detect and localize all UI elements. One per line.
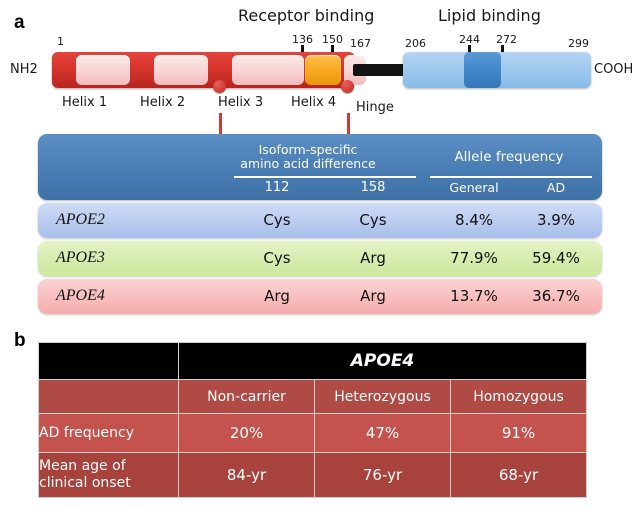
apoe2-frequency-general: 8.4% [454, 211, 494, 229]
apoe2-frequency-ad: 3.9% [536, 211, 576, 229]
column-header-112: 112 [264, 180, 290, 195]
isoform-row-apoe4: APOE4 Arg Arg 13.7% 36.7% [38, 279, 602, 314]
column-header-158: 158 [360, 180, 386, 195]
residue-tick-272 [501, 45, 504, 52]
residue-number-244: 244 [459, 33, 480, 46]
apoe3-frequency-general: 77.9% [450, 249, 498, 267]
mean-age-label-line2: clinical onset [39, 475, 131, 491]
connector-line-112 [219, 113, 222, 137]
helix-4-block [305, 55, 341, 85]
residue-marker-158 [341, 80, 354, 93]
isoform-table-header: Isoform-specific amino acid difference A… [38, 134, 602, 200]
mean-age-homozygous: 68-yr [449, 452, 588, 498]
ad-frequency-heterozygous: 47% [314, 413, 451, 453]
isoform-comparison-table: Isoform-specific amino acid difference A… [38, 134, 602, 314]
connector-line-158 [347, 113, 350, 137]
isoform-difference-group-title: Isoform-specific amino acid difference [198, 143, 418, 171]
mean-age-label-line1: Mean age of [39, 458, 126, 474]
isoform-row-apoe3: APOE3 Cys Arg 77.9% 59.4% [38, 241, 602, 276]
isoform-row-apoe2: APOE2 Cys Cys 8.4% 3.9% [38, 203, 602, 238]
receptor-binding-domain-title: Receptor binding [238, 6, 375, 25]
residue-marker-112 [213, 80, 226, 93]
apoe4-title-blank-cell [38, 342, 179, 380]
ad-frequency-non-carrier: 20% [178, 413, 315, 453]
hinge-connector [353, 64, 405, 76]
apoe3-frequency-ad: 59.4% [532, 249, 580, 267]
apoe4-row-label-ad-frequency: AD frequency [38, 413, 179, 453]
residue-number-1: 1 [57, 35, 64, 48]
helix-3-block [232, 55, 304, 85]
apoe4-frequency-ad: 36.7% [532, 287, 580, 305]
n-terminal-four-helix-bundle [52, 52, 366, 88]
helix-2-block [154, 55, 208, 85]
apoe4-table-header-row: Non-carrier Heterozygous Homozygous [38, 379, 588, 414]
apoe4-row-ad-frequency: AD frequency 20% 47% 91% [38, 413, 588, 453]
residue-tick-136 [301, 45, 304, 52]
n-terminus-label: NH2 [10, 62, 38, 77]
hinge-caption: Hinge [356, 100, 394, 115]
column-header-general: General [449, 180, 499, 195]
mean-age-heterozygous: 76-yr [314, 452, 451, 498]
isoform-name-apoe2: APOE2 [56, 211, 105, 228]
c-terminus-label: COOH [594, 62, 634, 77]
apoe-protein-diagram: Receptor binding Lipid binding NH2 COOH … [0, 0, 640, 137]
mean-age-non-carrier: 84-yr [178, 452, 315, 498]
apoe4-frequency-general: 13.7% [450, 287, 498, 305]
helix-1-caption: Helix 1 [62, 95, 108, 110]
isoform-difference-rule [234, 176, 416, 178]
column-header-ad: AD [546, 180, 566, 195]
isoform-difference-title-line1: Isoform-specific [258, 142, 358, 157]
apoe4-residue-112: Arg [264, 287, 290, 305]
apoe4-header-blank-cell [38, 379, 179, 414]
apoe3-residue-112: Cys [263, 249, 291, 267]
isoform-difference-title-line2: amino acid difference [240, 156, 376, 171]
apoe4-header-homozygous: Homozygous [449, 379, 588, 414]
apoe4-residue-158: Arg [360, 287, 386, 305]
apoe4-header-heterozygous: Heterozygous [314, 379, 451, 414]
helix-1-block [76, 55, 130, 85]
apoe4-table-title: APOE4 [177, 342, 588, 380]
helix-4-caption: Helix 4 [291, 95, 337, 110]
allele-frequency-group-title: Allele frequency [454, 149, 564, 165]
residue-number-272: 272 [496, 33, 517, 46]
residue-number-167: 167 [350, 37, 371, 50]
panel-b-label: b [14, 330, 26, 351]
apoe2-residue-112: Cys [263, 211, 291, 229]
residue-number-206: 206 [405, 37, 426, 50]
apoe4-row-label-mean-age-onset: Mean age of clinical onset [38, 452, 179, 498]
isoform-name-apoe4: APOE4 [56, 287, 105, 304]
apoe4-header-non-carrier: Non-carrier [178, 379, 315, 414]
lipid-binding-subregion-244-272 [464, 52, 501, 88]
helix-3-caption: Helix 3 [218, 95, 264, 110]
isoform-name-apoe3: APOE3 [56, 249, 105, 266]
apoe4-row-mean-age-onset: Mean age of clinical onset 84-yr 76-yr 6… [38, 452, 588, 498]
residue-number-299: 299 [568, 37, 589, 50]
helix-2-caption: Helix 2 [140, 95, 186, 110]
residue-number-136: 136 [292, 33, 313, 46]
residue-tick-244 [468, 45, 471, 52]
ad-frequency-homozygous: 91% [449, 413, 588, 453]
lipid-binding-domain-title: Lipid binding [438, 6, 541, 25]
c-terminal-lipid-binding-domain [403, 52, 591, 88]
residue-number-150: 150 [322, 33, 343, 46]
allele-frequency-rule [430, 176, 592, 178]
apoe3-residue-158: Arg [360, 249, 386, 267]
apoe4-carrier-table: APOE4 Non-carrier Heterozygous Homozygou… [38, 342, 588, 498]
apoe4-table-title-row: APOE4 [38, 342, 588, 380]
residue-tick-150 [331, 45, 334, 52]
panel-a-label: a [14, 12, 25, 33]
apoe2-residue-158: Cys [359, 211, 387, 229]
